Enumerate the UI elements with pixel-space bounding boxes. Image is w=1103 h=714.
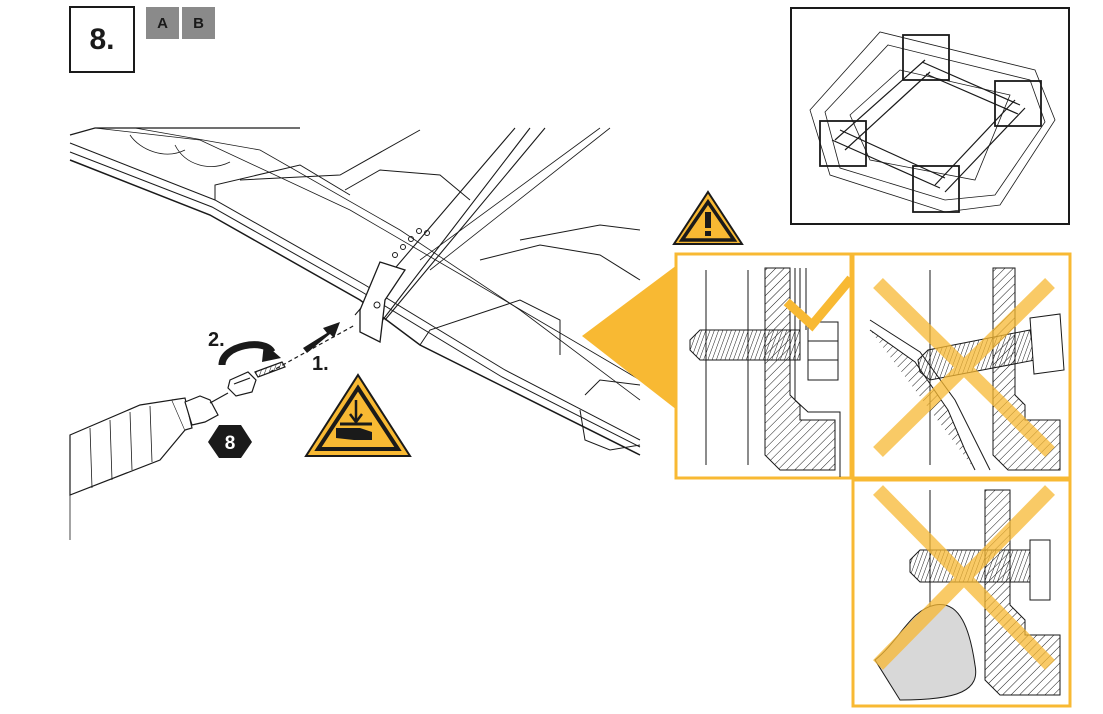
check-mark-icon bbox=[783, 275, 855, 332]
cross-mark-icon bbox=[873, 485, 1055, 670]
nut-size-badge: 8 bbox=[208, 425, 252, 458]
variant-tag-b: B bbox=[182, 7, 215, 39]
nut-size-label: 8 bbox=[225, 433, 236, 454]
overview-inset bbox=[790, 7, 1070, 225]
push-arrow bbox=[303, 322, 340, 353]
push-step-label: 1. bbox=[312, 353, 329, 375]
drill bbox=[69, 392, 229, 496]
rotate-step-label: 2. bbox=[208, 329, 225, 351]
detail-panel-correct bbox=[674, 252, 855, 480]
detail-panel-overtightened bbox=[851, 252, 1072, 480]
step-number-box: 8. bbox=[69, 6, 135, 73]
warning-triangle-exclamation-icon bbox=[672, 190, 744, 245]
detail-pointer-wedge bbox=[582, 265, 677, 410]
cross-mark-icon bbox=[873, 278, 1055, 457]
screw bbox=[227, 324, 356, 397]
roof-box-perspective bbox=[69, 127, 641, 540]
hand-crush-warning-icon bbox=[304, 373, 412, 457]
variant-tag-b-label: B bbox=[193, 14, 204, 32]
detail-panel-unsupported bbox=[851, 478, 1072, 708]
variant-tag-a: A bbox=[146, 7, 179, 39]
step-number: 8. bbox=[89, 22, 115, 56]
rotate-arrow bbox=[218, 341, 281, 366]
variant-tag-a-label: A bbox=[157, 14, 168, 32]
